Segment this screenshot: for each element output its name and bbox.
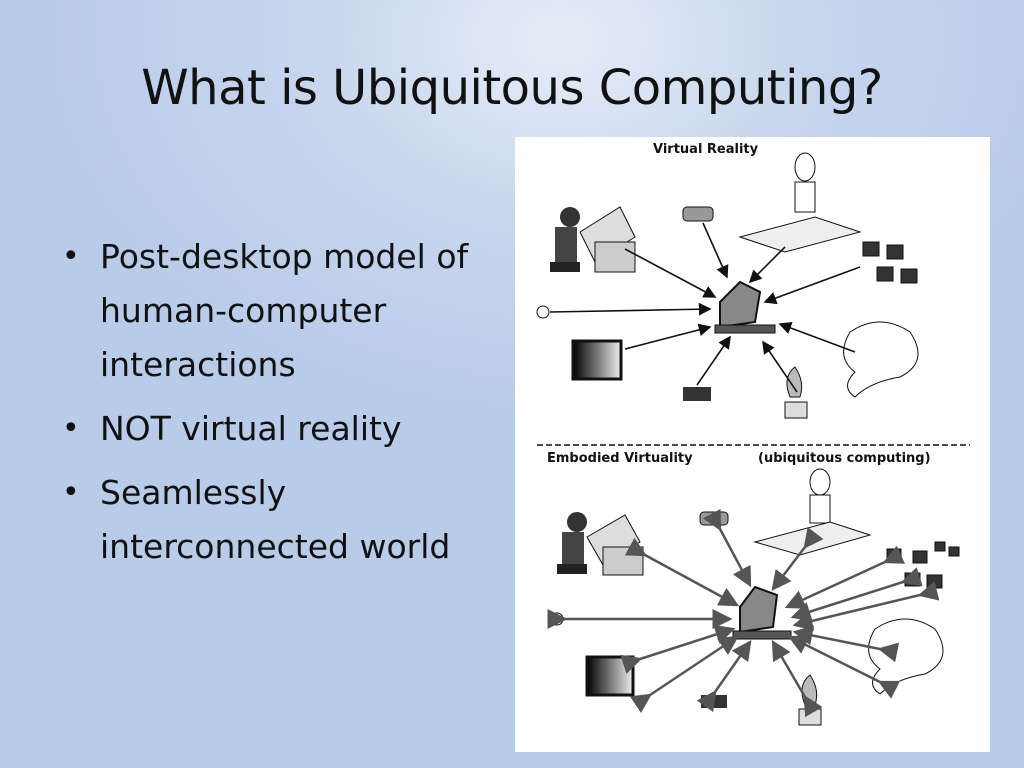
bullet-text: NOT virtual reality: [100, 409, 402, 448]
drafting-person-icon: [557, 512, 644, 576]
telephone-icon: [699, 511, 729, 526]
camera-icon: [701, 695, 727, 708]
monitor-icon: [585, 655, 635, 697]
monitor-icon: [571, 339, 623, 381]
squares-icon: [862, 241, 918, 284]
standing-person-icon: [753, 468, 872, 556]
squares-icon: [886, 541, 960, 589]
bottom-arrows: [547, 508, 940, 718]
dancing-person-icon: [868, 618, 944, 695]
bullet-list: • Post-desktop model of human-computer i…: [58, 230, 508, 584]
plant-icon: [798, 674, 822, 726]
slide-title: What is Ubiquitous Computing?: [141, 60, 883, 116]
bottom-computer-icon: [732, 585, 792, 640]
ubicomp-diagram: Virtual Reality Embodied Virtuality (ubi…: [515, 137, 990, 752]
plant-icon: [784, 366, 808, 419]
top-arrows: [549, 222, 861, 393]
bullet-icon: •: [62, 411, 80, 446]
camera-icon: [683, 387, 711, 401]
dancing-person-icon: [843, 321, 919, 398]
lightbulb-icon: [550, 612, 564, 626]
bullet-text: Post-desktop model of human-computer int…: [100, 237, 469, 384]
drafting-person-icon: [550, 206, 636, 273]
virtual-reality-label: Virtual Reality: [653, 142, 759, 157]
telephone-icon: [682, 206, 714, 222]
diagram-drawing: [536, 152, 970, 726]
ubiquitous-computing-label: (ubiquitous computing): [758, 451, 931, 466]
bullet-item: • Seamlessly interconnected world: [58, 466, 508, 574]
bullet-item: • NOT virtual reality: [58, 402, 508, 456]
bullet-text: Seamlessly interconnected world: [100, 473, 451, 566]
lightbulb-icon: [536, 305, 550, 319]
top-computer-icon: [714, 280, 776, 334]
bullet-item: • Post-desktop model of human-computer i…: [58, 230, 508, 392]
bullet-icon: •: [62, 239, 80, 274]
standing-person-icon: [738, 152, 862, 253]
embodied-virtuality-label: Embodied Virtuality: [547, 451, 693, 466]
bullet-icon: •: [62, 475, 80, 510]
